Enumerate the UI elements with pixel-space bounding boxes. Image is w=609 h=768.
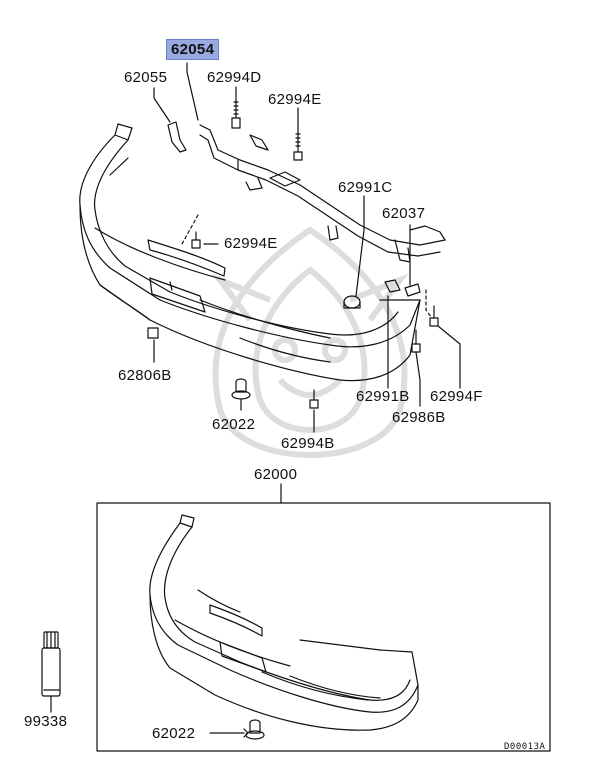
bumper-cover-upper — [79, 123, 421, 382]
touch-up-tube — [41, 631, 61, 697]
part-number-62022-top[interactable]: 62022 — [212, 416, 256, 433]
bolt-62994E-mid — [191, 231, 201, 249]
side-bracket — [167, 121, 187, 153]
part-number-99338[interactable]: 99338 — [24, 713, 68, 730]
part-number-62994B[interactable]: 62994B — [281, 435, 335, 452]
part-number-62037[interactable]: 62037 — [382, 205, 426, 222]
part-number-62055[interactable]: 62055 — [124, 69, 168, 86]
bolt-62994B — [309, 389, 319, 409]
clip-62991C — [343, 295, 361, 309]
part-number-62000[interactable]: 62000 — [254, 466, 298, 483]
part-number-62991C[interactable]: 62991C — [338, 179, 393, 196]
part-number-62991B[interactable]: 62991B — [356, 388, 410, 405]
part-number-62054[interactable]: 62054 — [166, 39, 220, 60]
diagram-code: D00013A — [504, 742, 546, 752]
bolt-62994F — [429, 305, 439, 327]
part-number-62986B[interactable]: 62986B — [392, 409, 446, 426]
clip-62806B — [147, 327, 159, 339]
bolt-62986B — [411, 329, 421, 353]
part-number-62994E-top[interactable]: 62994E — [268, 91, 322, 108]
part-number-62806B[interactable]: 62806B — [118, 367, 172, 384]
bolt-62994E-top — [293, 129, 303, 161]
part-number-62022-bottom[interactable]: 62022 — [152, 725, 196, 742]
part-number-62994D[interactable]: 62994D — [207, 69, 262, 86]
bracket-62037 — [404, 283, 421, 297]
part-number-62994E-mid[interactable]: 62994E — [224, 235, 278, 252]
fastener-62022-bottom — [245, 719, 265, 740]
fastener-62022-top — [231, 378, 251, 400]
bumper-bracket — [199, 124, 446, 263]
clip-62991B — [384, 279, 401, 293]
assembly-box — [96, 502, 551, 752]
part-number-62994F[interactable]: 62994F — [430, 388, 483, 405]
bolt-62994D — [231, 99, 241, 129]
bumper-assembly-lower — [149, 514, 419, 731]
